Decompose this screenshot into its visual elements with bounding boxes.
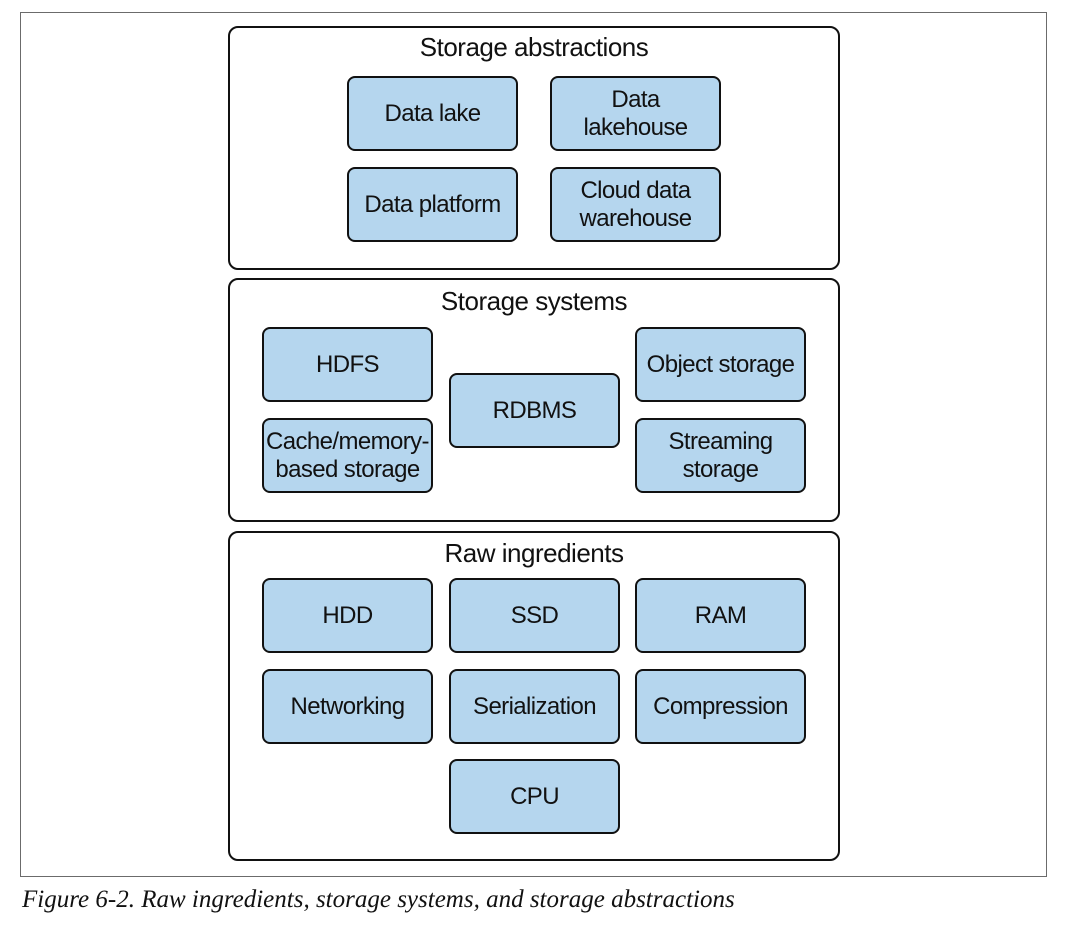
ram-box: RAM: [635, 578, 806, 653]
cpu-box: CPU: [449, 759, 620, 834]
cpu-label: CPU: [510, 782, 559, 810]
ssd-box: SSD: [449, 578, 620, 653]
serialization-label: Serialization: [473, 692, 597, 720]
raw-ingredients-panel: Raw ingredients HDD SSD RAM Networking S…: [228, 531, 840, 861]
serialization-box: Serialization: [449, 669, 620, 744]
storage-systems-title: Storage systems: [440, 286, 628, 316]
data-lakehouse-box: Data lakehouse: [550, 76, 721, 151]
data-lakehouse-label: Data lakehouse: [583, 85, 688, 141]
cache-memory-storage-box: Cache/memory- based storage: [262, 418, 433, 493]
data-platform-label: Data platform: [364, 190, 501, 218]
compression-label: Compression: [653, 692, 788, 720]
raw-ingredients-title: Raw ingredients: [444, 538, 624, 568]
hdd-label: HDD: [322, 601, 373, 629]
hdfs-box: HDFS: [262, 327, 433, 402]
storage-abstractions-panel: Storage abstractions Data lake Data lake…: [228, 26, 840, 270]
streaming-storage-box: Streaming storage: [635, 418, 806, 493]
cloud-data-warehouse-label: Cloud data warehouse: [579, 176, 692, 232]
storage-systems-panel: Storage systems HDFS Cache/memory- based…: [228, 278, 840, 522]
object-storage-label: Object storage: [646, 350, 795, 378]
cloud-data-warehouse-box: Cloud data warehouse: [550, 167, 721, 242]
figure-caption: Figure 6-2. Raw ingredients, storage sys…: [22, 886, 735, 913]
hdfs-label: HDFS: [316, 350, 380, 378]
networking-box: Networking: [262, 669, 433, 744]
compression-box: Compression: [635, 669, 806, 744]
figure-frame: [20, 12, 1047, 877]
rdbms-label: RDBMS: [492, 396, 577, 424]
ram-label: RAM: [694, 601, 747, 629]
rdbms-box: RDBMS: [449, 373, 620, 448]
hdd-box: HDD: [262, 578, 433, 653]
storage-abstractions-title: Storage abstractions: [419, 32, 649, 62]
streaming-storage-label: Streaming storage: [668, 427, 774, 483]
ssd-label: SSD: [510, 601, 559, 629]
networking-label: Networking: [290, 692, 405, 720]
data-lake-box: Data lake: [347, 76, 518, 151]
cache-memory-storage-label: Cache/memory- based storage: [266, 427, 430, 483]
data-lake-label: Data lake: [384, 99, 482, 127]
object-storage-box: Object storage: [635, 327, 806, 402]
data-platform-box: Data platform: [347, 167, 518, 242]
